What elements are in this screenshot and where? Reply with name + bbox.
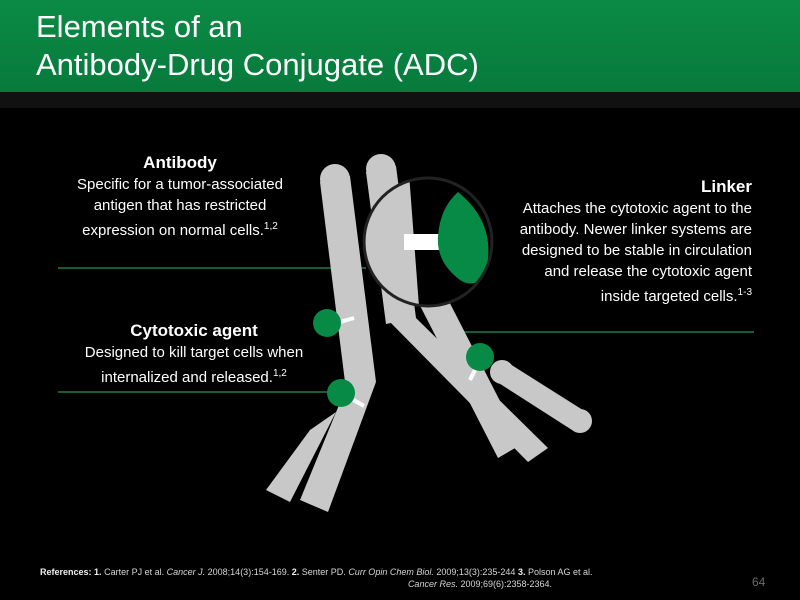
header-divider bbox=[0, 92, 800, 108]
linker-refs: 1-3 bbox=[737, 287, 752, 298]
references: References: 1. Carter PJ et al. Cancer J… bbox=[40, 566, 740, 590]
heavy-chain-left bbox=[320, 164, 376, 390]
drug-molecule-1 bbox=[313, 309, 341, 337]
linker-description: Attaches the cytotoxic agent to the anti… bbox=[519, 200, 752, 305]
light-chain-right bbox=[494, 364, 586, 430]
fc-right bbox=[412, 276, 522, 458]
drug-molecules bbox=[313, 309, 494, 408]
antibody-callout: Antibody Specific for a tumor-associated… bbox=[62, 152, 298, 241]
page-number: 64 bbox=[752, 575, 766, 589]
cytotoxic-callout: Cytotoxic agent Designed to kill target … bbox=[58, 320, 330, 388]
cytotoxic-description: Designed to kill target cells when inter… bbox=[84, 344, 304, 386]
drug-molecule-3 bbox=[466, 343, 494, 371]
linker-bar bbox=[404, 234, 446, 250]
drug-crescent bbox=[437, 192, 489, 284]
title-bar bbox=[0, 0, 800, 92]
antibody-refs: 1,2 bbox=[263, 221, 278, 232]
cytotoxic-refs: 1,2 bbox=[272, 368, 287, 379]
title-line-1: Elements of an bbox=[36, 9, 243, 44]
cytotoxic-heading: Cytotoxic agent bbox=[130, 321, 258, 340]
linker-heading: Linker bbox=[700, 177, 752, 196]
references-line-1: References: 1. Carter PJ et al. Cancer J… bbox=[40, 567, 593, 577]
antibody-description: Specific for a tumor-associated antigen … bbox=[77, 176, 283, 239]
linker-callout: Linker Attaches the cytotoxic agent to t… bbox=[510, 176, 752, 307]
fc-left bbox=[300, 382, 376, 512]
drug-molecule-2 bbox=[327, 379, 355, 407]
references-line-2: Cancer Res. 2009;69(6):2358-2364. bbox=[407, 579, 553, 589]
light-chain-left bbox=[266, 412, 336, 502]
page-title: Elements of an Antibody-Drug Conjugate (… bbox=[36, 8, 479, 84]
antibody-heading: Antibody bbox=[143, 153, 217, 172]
title-line-2: Antibody-Drug Conjugate (ADC) bbox=[36, 47, 479, 82]
